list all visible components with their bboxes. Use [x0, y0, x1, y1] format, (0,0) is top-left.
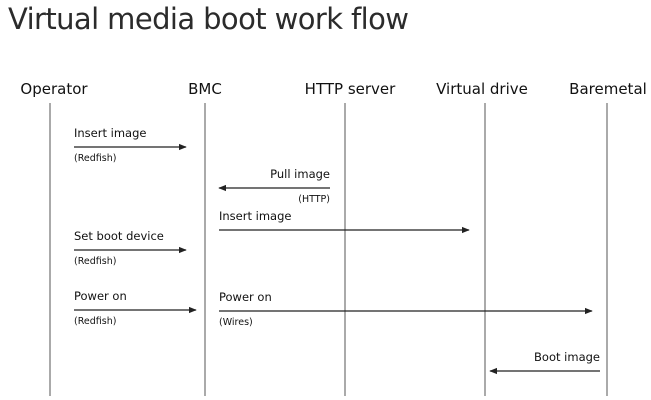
message-protocol: (Redfish) — [74, 153, 116, 164]
message-label: Set boot device — [74, 229, 164, 243]
actor-label-bmc: BMC — [188, 80, 222, 98]
message-7: Boot image — [489, 350, 600, 375]
message-label: Boot image — [534, 350, 600, 364]
message-label: Insert image — [219, 209, 291, 223]
message-label: Insert image — [74, 126, 146, 140]
actor-label-http-server: HTTP server — [305, 80, 396, 98]
message-protocol: (Wires) — [219, 317, 253, 328]
message-label: Pull image — [270, 167, 330, 181]
message-protocol: (Redfish) — [74, 316, 116, 327]
message-4: Set boot device (Redfish) — [74, 229, 187, 267]
actor-label-baremetal: Baremetal — [569, 80, 647, 98]
message-protocol: (Redfish) — [74, 256, 116, 267]
message-5: Power on (Redfish) — [74, 289, 197, 327]
actor-label-operator: Operator — [20, 80, 88, 98]
diagram-title: Virtual media boot work flow — [8, 2, 409, 36]
message-3: Insert image — [219, 209, 470, 234]
message-label: Power on — [219, 290, 272, 304]
message-1: Insert image (Redfish) — [74, 126, 187, 164]
message-6: Power on (Wires) — [219, 290, 593, 328]
message-protocol: (HTTP) — [298, 194, 330, 205]
message-label: Power on — [74, 289, 127, 303]
message-2: Pull image (HTTP) — [218, 167, 330, 205]
actor-label-virtual-drive: Virtual drive — [436, 80, 528, 98]
